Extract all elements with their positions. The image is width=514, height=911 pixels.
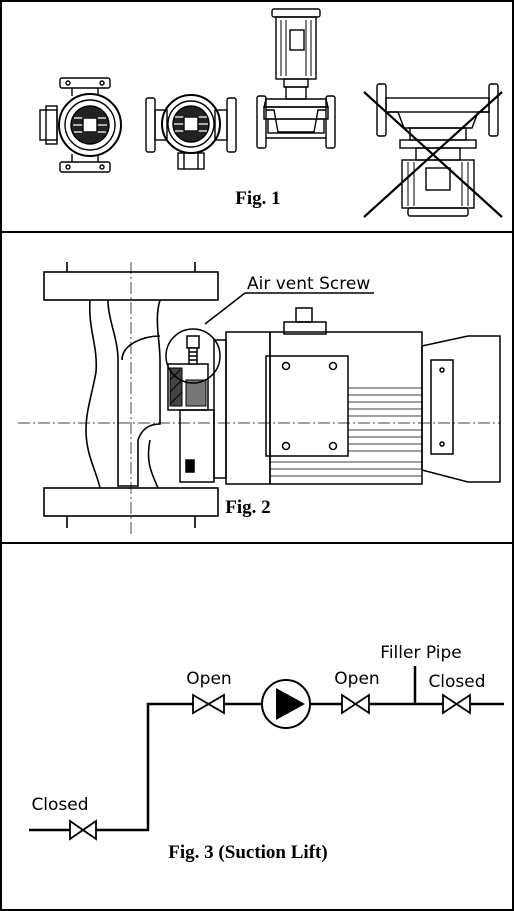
fig2-panel: Air vent Screw [18,262,501,534]
fig3-panel: Closed Open Open Filler Pipe Closed Fig.… [29,643,504,863]
fig1-caption: Fig. 1 [235,188,280,209]
valve-closed-right [442,693,471,715]
hatched-section [167,363,209,411]
pump-casing [43,262,219,528]
suction-pipe [29,702,262,832]
discharge-pipe [310,666,504,706]
label-open-2: Open [334,669,379,689]
label-open-1: Open [186,669,231,689]
pump-symbol [261,679,311,729]
motor [225,307,501,485]
valve-open-1 [192,693,225,715]
label-closed-left: Closed [31,795,88,815]
air-vent-screw [165,328,221,384]
not-allowed-cross [363,91,503,218]
pump-side-view-motor-up [256,8,336,149]
fig1-panel: Fig. 1 [39,8,503,218]
fig3-caption: Fig. 3 (Suction Lift) [168,842,327,863]
pump-end-view-2 [145,94,237,170]
valve-closed-left [69,819,97,841]
fig2-caption: Fig. 2 [225,497,270,518]
motor-cooling-fins [270,387,422,477]
label-closed-right: Closed [428,672,485,692]
pump-end-view-1 [39,77,122,173]
label-filler-pipe: Filler Pipe [380,643,461,663]
air-vent-screw-label: Air vent Screw [247,274,370,294]
valve-open-2 [341,693,370,715]
callout-leader [204,292,374,325]
